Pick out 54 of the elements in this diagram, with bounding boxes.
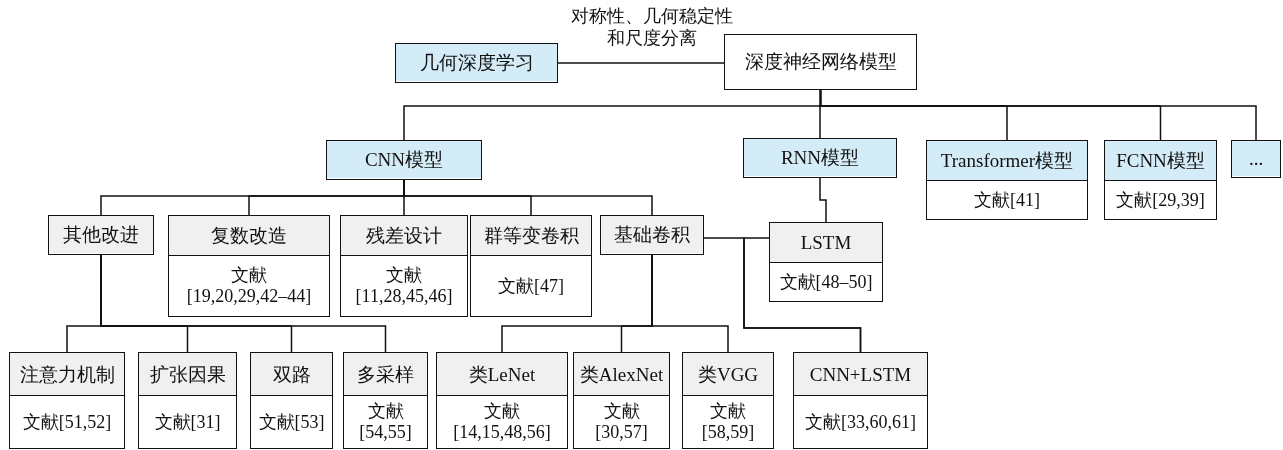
box-heading: FCNN模型 — [1105, 141, 1216, 181]
reference-text: 文献[30,57] — [594, 401, 649, 443]
connector-line — [557, 62, 725, 64]
reference-text: 文献[53] — [258, 411, 325, 433]
box-heading: 几何深度学习 — [396, 44, 557, 81]
box-heading: ... — [1232, 141, 1280, 176]
box-heading: 类AlexNet — [574, 353, 669, 396]
reference-text: 文献[31] — [154, 411, 221, 433]
box-heading: 类VGG — [683, 353, 773, 396]
reference-text: 文献[33,60,61] — [805, 411, 916, 433]
category-box — [470, 215, 592, 317]
connector-line — [819, 89, 1257, 141]
box-heading: CNN+LSTM — [794, 353, 927, 396]
category-box — [436, 352, 568, 449]
box-heading: CNN模型 — [327, 141, 481, 178]
reference-text: 文献[54,55] — [358, 401, 413, 443]
box-heading: RNN模型 — [744, 139, 896, 176]
category-box — [343, 352, 428, 449]
box-heading: 复数改造 — [169, 216, 329, 256]
reference-text: 文献[19,20,29,42–44] — [186, 265, 312, 307]
category-box — [926, 140, 1088, 220]
reference-text: 文献[11,28,45,46] — [354, 265, 454, 307]
box-heading: 多采样 — [344, 353, 427, 396]
connector-line — [403, 179, 653, 216]
box-heading: 类LeNet — [437, 353, 567, 396]
box-heading: Transformer模型 — [927, 141, 1087, 181]
box-heading: 残差设计 — [341, 216, 467, 256]
box-heading: 基础卷积 — [601, 216, 703, 253]
category-box — [793, 352, 928, 449]
box-heading: 双路 — [251, 353, 332, 396]
reference-text: 文献[29,39] — [1116, 189, 1205, 211]
box-heading: 注意力机制 — [10, 353, 124, 396]
category-box — [138, 352, 237, 449]
category-box — [250, 352, 333, 449]
box-heading: LSTM — [770, 223, 882, 263]
reference-text: 文献[14,15,48,56] — [452, 401, 552, 443]
reference-text: 文献[51,52] — [22, 411, 112, 433]
box-heading: 群等变卷积 — [471, 216, 591, 256]
category-box — [340, 215, 468, 317]
connector-line — [743, 237, 862, 353]
reference-text: 文献[41] — [974, 189, 1040, 211]
reference-text: 文献[47] — [498, 275, 564, 297]
connector-line — [651, 254, 729, 353]
reference-text: 文献[58,59] — [700, 401, 756, 443]
category-box — [168, 215, 330, 317]
box-heading: 其他改进 — [49, 216, 153, 253]
reference-text: 文献[48–50] — [779, 271, 873, 293]
category-box — [9, 352, 125, 449]
category-box — [682, 352, 774, 449]
category-box — [769, 222, 883, 302]
box-heading: 扩张因果 — [139, 353, 236, 396]
category-box — [1104, 140, 1217, 220]
connector-line — [819, 177, 827, 223]
category-box — [573, 352, 670, 449]
